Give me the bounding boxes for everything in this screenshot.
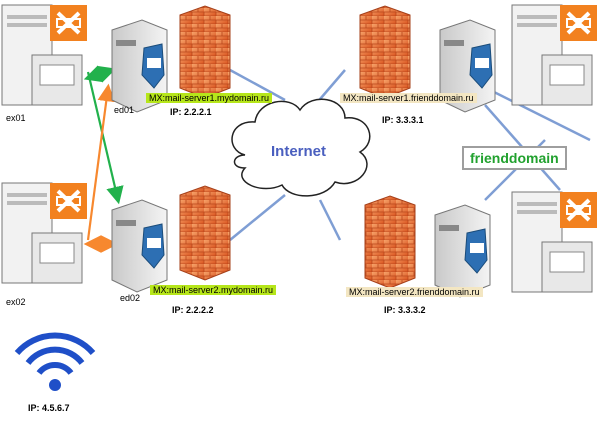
exchange-server-friend1 xyxy=(511,4,597,106)
host-label-ed01: ed01 xyxy=(114,105,135,115)
firewall-friend-2 xyxy=(364,195,416,289)
exchange-server-ex01 xyxy=(1,4,87,106)
mx-label-mydomain-1: MX:mail-server1.mydomain.ru xyxy=(146,92,273,105)
ip-label-friend-1: IP: 3.3.3.1 xyxy=(382,115,424,125)
frienddomain-label: frienddomain xyxy=(462,146,567,170)
host-label-ed02: ed02 xyxy=(120,293,141,303)
link-ed01-internet xyxy=(229,68,286,102)
wifi-icon xyxy=(14,332,96,391)
orange-arrow-ex02-ed01 xyxy=(86,83,116,241)
ip-label-mydomain-2: IP: 2.2.2.2 xyxy=(172,305,214,315)
mx-label-friend-1: MX:mail-server1.frienddomain.ru xyxy=(340,92,477,105)
exchange-arrows xyxy=(83,65,124,253)
internet-label: Internet xyxy=(271,143,327,160)
firewall-mydomain-1 xyxy=(179,5,231,99)
exchange-server-friend2 xyxy=(511,191,597,293)
firewall-friend-1 xyxy=(359,5,411,99)
edge-server-ed02 xyxy=(111,199,168,293)
mx-label-friend-2: MX:mail-server2.frienddomain.ru xyxy=(346,286,483,299)
edge-server-friend2 xyxy=(434,204,491,298)
link-friend-cluster-top xyxy=(489,88,591,142)
internet-cloud xyxy=(231,98,371,197)
green-arrow-ex01-ed02 xyxy=(86,71,124,205)
host-label-ex02: ex02 xyxy=(6,297,26,307)
edge-server-ed01 xyxy=(111,19,168,113)
edge-server-friend1 xyxy=(439,19,496,113)
green-arrow-ed01-ex01 xyxy=(83,65,113,83)
exchange-server-ex02 xyxy=(1,182,87,284)
ip-label-mydomain-1: IP: 2.2.2.1 xyxy=(170,107,212,117)
wifi-ip-label: IP: 4.5.6.7 xyxy=(28,403,70,413)
mx-label-mydomain-2: MX:mail-server2.mydomain.ru xyxy=(150,284,277,297)
link-ed02-internet xyxy=(229,194,286,241)
host-label-ex01: ex01 xyxy=(6,113,26,123)
link-friend2-internet xyxy=(318,199,342,241)
ip-label-friend-2: IP: 3.3.3.2 xyxy=(384,305,426,315)
firewall-mydomain-2 xyxy=(179,185,231,281)
